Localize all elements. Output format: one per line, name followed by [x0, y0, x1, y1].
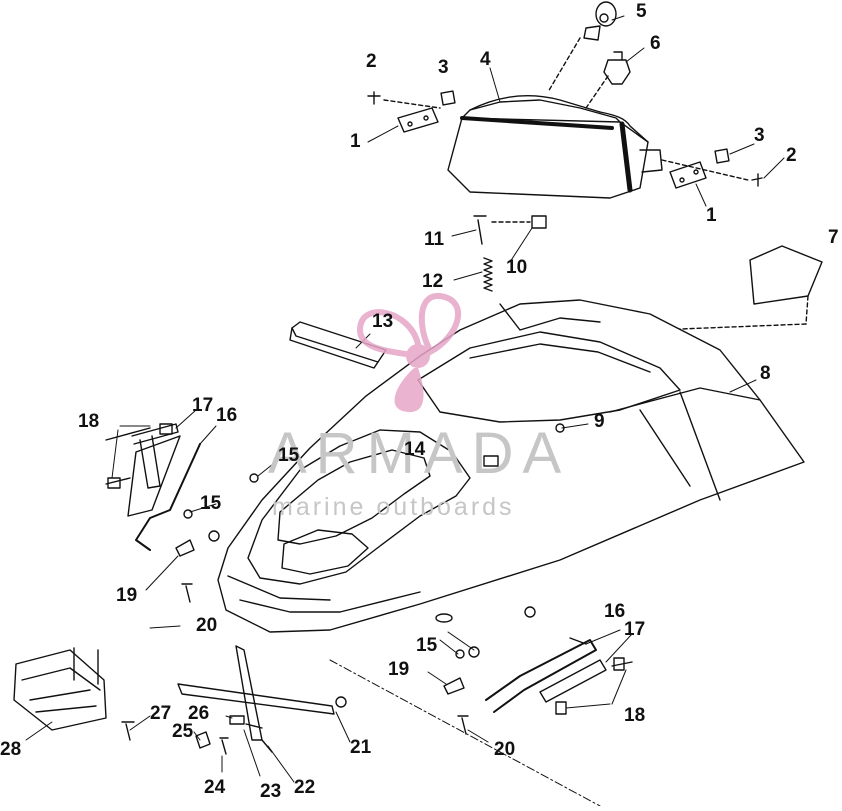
- callout-13: 13: [372, 311, 394, 332]
- callout-26: 26: [188, 703, 210, 724]
- callout-2: 2: [786, 145, 797, 166]
- callout-28: 28: [0, 739, 22, 760]
- callout-7: 7: [828, 227, 839, 248]
- callout-20: 20: [494, 739, 516, 760]
- bracket-right: [661, 148, 763, 189]
- latch-left: [105, 423, 259, 603]
- callout-23: 23: [260, 781, 282, 802]
- watermark-logo: [356, 293, 461, 413]
- callout-18: 18: [78, 411, 100, 432]
- callout-4: 4: [480, 49, 491, 70]
- callout-1: 1: [706, 205, 717, 226]
- callout-19: 19: [116, 585, 138, 606]
- callout-11: 11: [424, 229, 445, 250]
- callout-10: 10: [506, 257, 528, 278]
- callout-8: 8: [760, 363, 771, 384]
- callout-25: 25: [172, 721, 194, 742]
- callout-19: 19: [388, 659, 410, 680]
- link-bracket: [177, 645, 347, 755]
- callout-18: 18: [624, 705, 646, 726]
- spring: [483, 257, 493, 292]
- callout-14: 14: [404, 439, 426, 460]
- adjust-screw: [473, 215, 547, 245]
- callout-9: 9: [594, 411, 605, 432]
- callout-1: 1: [350, 131, 361, 152]
- callout-15: 15: [416, 635, 438, 656]
- callout-12: 12: [422, 271, 444, 292]
- callout-3: 3: [438, 57, 449, 78]
- callout-27: 27: [150, 703, 172, 724]
- bulb-socket: [603, 51, 631, 85]
- cover-panel: [605, 245, 823, 333]
- callout-20: 20: [196, 615, 218, 636]
- hood: [217, 299, 805, 633]
- callout-22: 22: [294, 777, 316, 798]
- callout-16: 16: [216, 405, 238, 426]
- callout-15: 15: [278, 445, 300, 466]
- mount-bracket: [13, 647, 135, 741]
- callout-3: 3: [754, 125, 765, 146]
- latch-right: [443, 606, 633, 735]
- bulb: [583, 1, 617, 41]
- callout-24: 24: [204, 777, 226, 798]
- callout-17: 17: [624, 619, 646, 640]
- watermark-brand: ARMADA: [268, 421, 571, 486]
- bracket-left: [367, 90, 456, 133]
- handle-bar: [289, 321, 387, 369]
- callout-15: 15: [200, 493, 222, 514]
- callout-16: 16: [604, 601, 626, 622]
- callout-2: 2: [366, 51, 377, 72]
- callout-6: 6: [650, 33, 661, 54]
- watermark-tagline: marine outboards: [272, 493, 515, 521]
- callout-17: 17: [192, 395, 214, 416]
- callout-5: 5: [636, 1, 647, 22]
- callout-21: 21: [350, 737, 372, 758]
- headlight-housing: [447, 95, 663, 199]
